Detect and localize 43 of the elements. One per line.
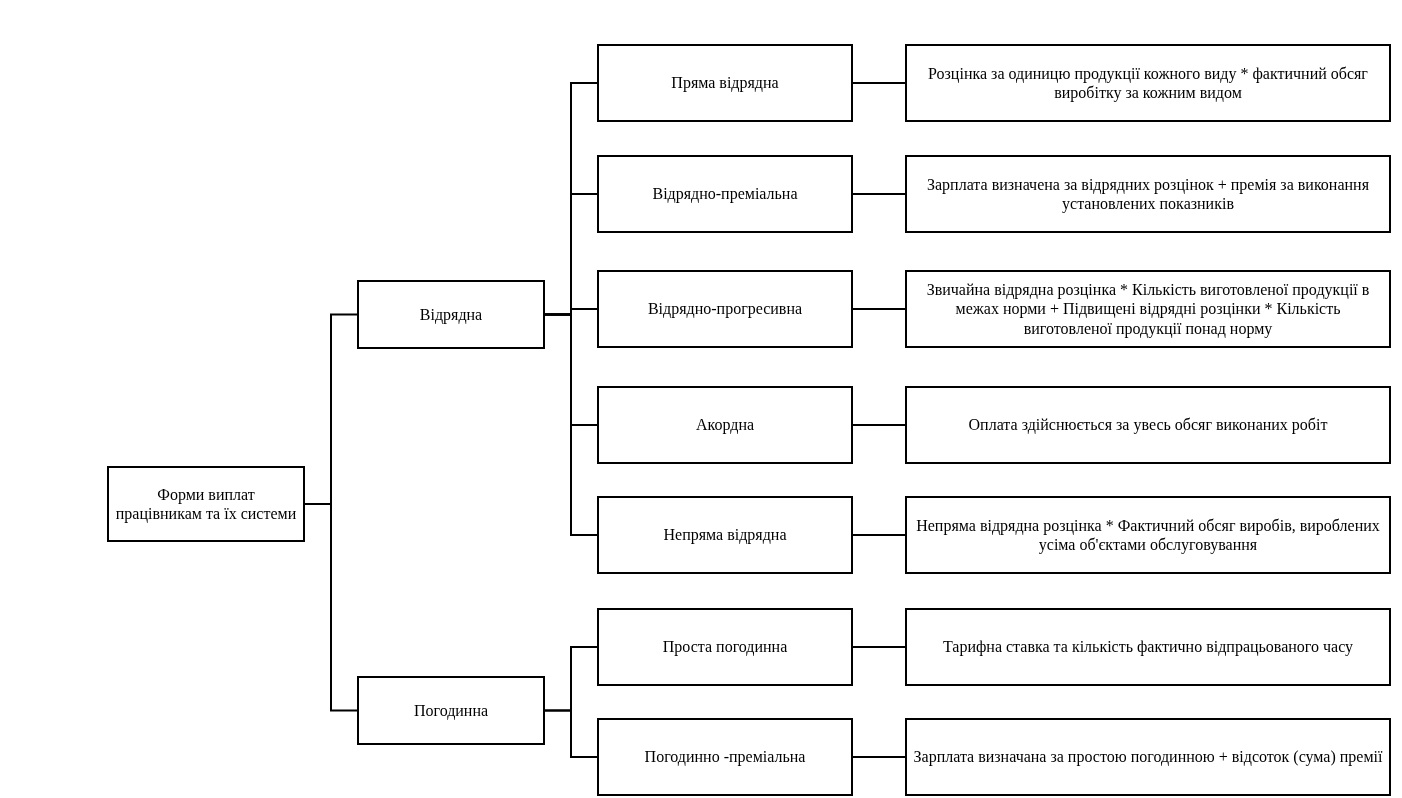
process-box	[597, 608, 853, 686]
process-box	[905, 718, 1391, 796]
box-text: Звичайна відрядна розцінка * Кількість виготовленої продукції в межах норми + Підвищені відрядні розцінки * Кількість виготовленої продукції понад норму	[925, 280, 1371, 338]
box-text: Форми виплат працівникам та їх системи	[114, 484, 298, 524]
box-text: Погодинна	[413, 700, 489, 721]
box-text: Погодинно -преміальна	[644, 747, 806, 767]
box-text: Непряма відрядна розцінка * Фактичний обсяг виробів, вироблених усіма об'єктами обслуговування	[915, 515, 1381, 555]
process-box	[597, 155, 853, 233]
process-box	[905, 608, 1391, 686]
connector-line	[852, 646, 906, 648]
box-text: Зарплата визначена за відрядних розцінок + премія за виконання установлених показників	[926, 174, 1370, 214]
process-box	[905, 270, 1391, 348]
process-box	[597, 386, 853, 464]
box-text: Відрядно-прогресивна	[647, 299, 803, 319]
connector-line	[852, 756, 906, 758]
connector-line	[544, 313, 598, 536]
box-text: Зарплата визначана за простою погодинною + відсоток (сума) премії	[913, 747, 1383, 767]
process-box	[905, 155, 1391, 233]
box-text: Непряма відрядна	[663, 525, 787, 545]
process-box	[597, 718, 853, 796]
process-box	[357, 280, 545, 349]
connector-line	[852, 534, 906, 536]
box-text: Розцінка за одиницю продукції кожного виду * фактичний обсяг виробітку за кожним видом	[927, 63, 1369, 103]
box-text: Відрядна	[419, 304, 483, 325]
process-box	[597, 270, 853, 348]
process-box	[107, 466, 305, 542]
process-box	[357, 676, 545, 745]
box-text: Оплата здійснюється за увесь обсяг виконаних робіт	[968, 415, 1328, 435]
connector-line	[852, 308, 906, 310]
connector-line	[852, 82, 906, 84]
process-box	[597, 496, 853, 574]
process-box	[905, 44, 1391, 122]
box-text: Пряма відрядна	[671, 73, 779, 93]
box-text: Тарифна ставка та кількість фактично відпрацьованого часу	[942, 637, 1354, 657]
process-box	[597, 44, 853, 122]
box-text: Відрядно-преміальна	[652, 184, 798, 204]
connector-line	[852, 193, 906, 195]
box-text: Проста погодинна	[662, 637, 788, 657]
connector-line	[544, 709, 598, 758]
box-text: Акордна	[695, 415, 755, 435]
process-box	[905, 496, 1391, 574]
connector-line	[852, 424, 906, 426]
process-box	[905, 386, 1391, 464]
